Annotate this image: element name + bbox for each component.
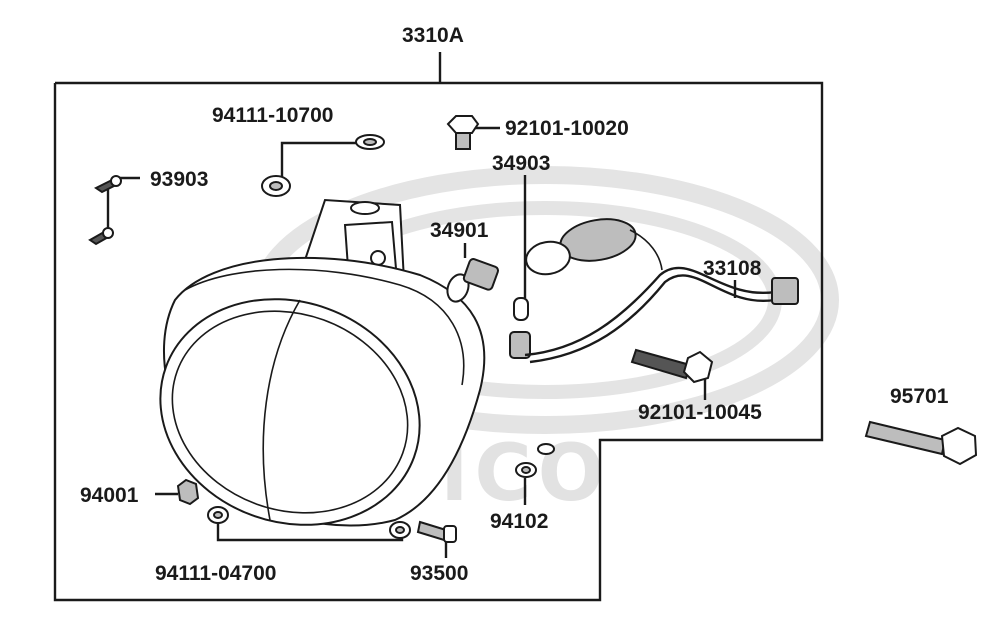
nut-body bbox=[176, 478, 200, 506]
socket-ring-inner bbox=[525, 240, 571, 276]
washer-small-hole bbox=[363, 138, 377, 146]
washer-lower-hole bbox=[521, 466, 531, 474]
screw-93500 bbox=[416, 520, 457, 543]
label-94111-04700: 94111-04700 bbox=[155, 562, 276, 585]
assembly-boundary bbox=[53, 81, 824, 602]
wire-c bbox=[629, 229, 663, 271]
screw-lower-head bbox=[102, 227, 114, 239]
long-bolt-thread bbox=[864, 420, 947, 456]
bulb-base bbox=[462, 258, 500, 291]
small-bulb bbox=[513, 297, 529, 321]
lens-seam bbox=[262, 299, 301, 521]
headlight-lens bbox=[159, 298, 421, 526]
label-94102: 94102 bbox=[490, 510, 548, 533]
harness-connector bbox=[771, 277, 799, 305]
nut-94001 bbox=[176, 478, 200, 506]
label-92101-10020: 92101-10020 bbox=[505, 117, 629, 140]
bolt-thread bbox=[630, 348, 692, 380]
label-34903: 34903 bbox=[492, 152, 550, 175]
bolt-head bbox=[446, 115, 480, 134]
label-33108: 33108 bbox=[703, 257, 762, 280]
bolt-92101-10020 bbox=[446, 115, 480, 150]
headlight-housing bbox=[159, 198, 486, 527]
washer-94111-10700 bbox=[261, 134, 385, 197]
washer-94102 bbox=[515, 443, 555, 478]
bolt-shank bbox=[455, 132, 471, 150]
bracket-slot bbox=[350, 201, 380, 215]
screw-thread bbox=[416, 520, 448, 542]
bolt-95701 bbox=[864, 420, 978, 466]
label-34901: 34901 bbox=[430, 219, 489, 242]
washer-left-hole bbox=[213, 511, 223, 519]
socket bbox=[509, 331, 531, 359]
label-94111-10700: 94111-10700 bbox=[212, 104, 333, 127]
label-95701: 95701 bbox=[890, 385, 949, 408]
screw-head bbox=[443, 525, 457, 543]
label-3310a: 3310A bbox=[402, 24, 464, 47]
long-bolt-head bbox=[940, 426, 978, 466]
part-labels: 3310A 94111-10700 92101-10020 93903 3490… bbox=[80, 24, 949, 585]
washer-upper bbox=[537, 443, 555, 455]
bolt-head bbox=[682, 350, 714, 384]
lens-inner bbox=[171, 310, 409, 514]
wire-b bbox=[529, 274, 776, 364]
label-93903: 93903 bbox=[150, 168, 208, 191]
screw-93903 bbox=[88, 175, 122, 246]
wiring-harness-33108 bbox=[524, 218, 799, 364]
bolt-92101-10045 bbox=[630, 348, 714, 384]
label-94001: 94001 bbox=[80, 484, 139, 507]
washer-right-hole bbox=[395, 526, 405, 534]
housing-rim bbox=[184, 268, 465, 386]
wire-a bbox=[524, 266, 776, 357]
bulb-34903 bbox=[509, 297, 531, 359]
leader-94111-10700 bbox=[280, 141, 367, 178]
label-92101-10045: 92101-10045 bbox=[638, 401, 762, 424]
bulb-glass bbox=[446, 273, 470, 303]
screw-upper-head bbox=[110, 175, 122, 187]
leader-lines bbox=[106, 52, 737, 558]
label-93500: 93500 bbox=[410, 562, 468, 585]
bulb-34901 bbox=[446, 258, 500, 303]
washer-94111-04700 bbox=[207, 506, 411, 539]
washer-large-hole bbox=[269, 181, 283, 191]
